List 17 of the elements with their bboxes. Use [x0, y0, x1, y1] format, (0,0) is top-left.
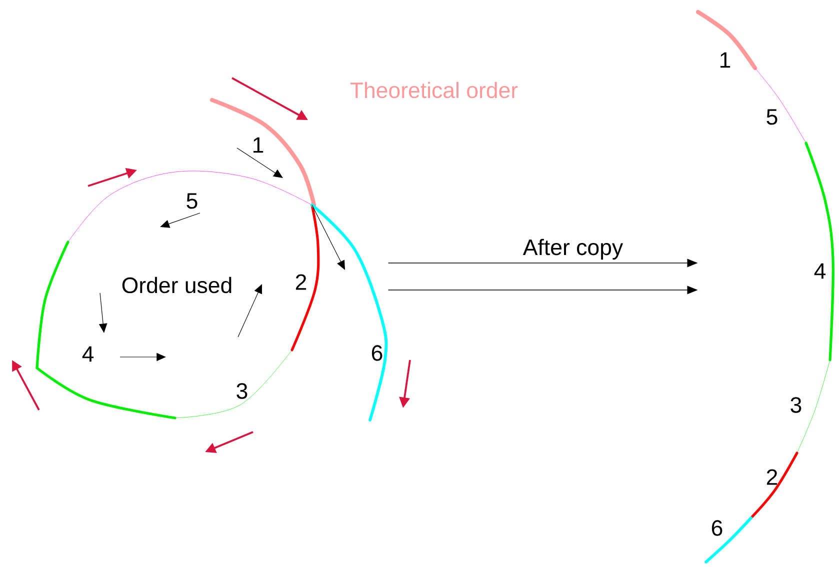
edge-label: After copy	[522, 238, 624, 260]
segment-number: 6	[372, 345, 382, 361]
segment-number: 4	[814, 263, 826, 279]
segment-number: 5	[186, 193, 198, 209]
order-label: Order used	[122, 276, 232, 294]
segment-number: 2	[766, 469, 778, 485]
heading-label: Theoretical order	[350, 82, 518, 98]
segment-number: 1	[720, 52, 730, 68]
segment-number: 5	[766, 109, 778, 125]
segment-number: 3	[790, 397, 802, 413]
segment-number: 4	[82, 346, 94, 362]
segment-number: 1	[254, 137, 264, 153]
segment-number: 6	[712, 520, 722, 536]
arc-drawing	[36, 98, 388, 422]
segment-number: 2	[296, 274, 306, 290]
arc-drawing	[696, 10, 834, 564]
segment-number: 3	[236, 383, 248, 399]
